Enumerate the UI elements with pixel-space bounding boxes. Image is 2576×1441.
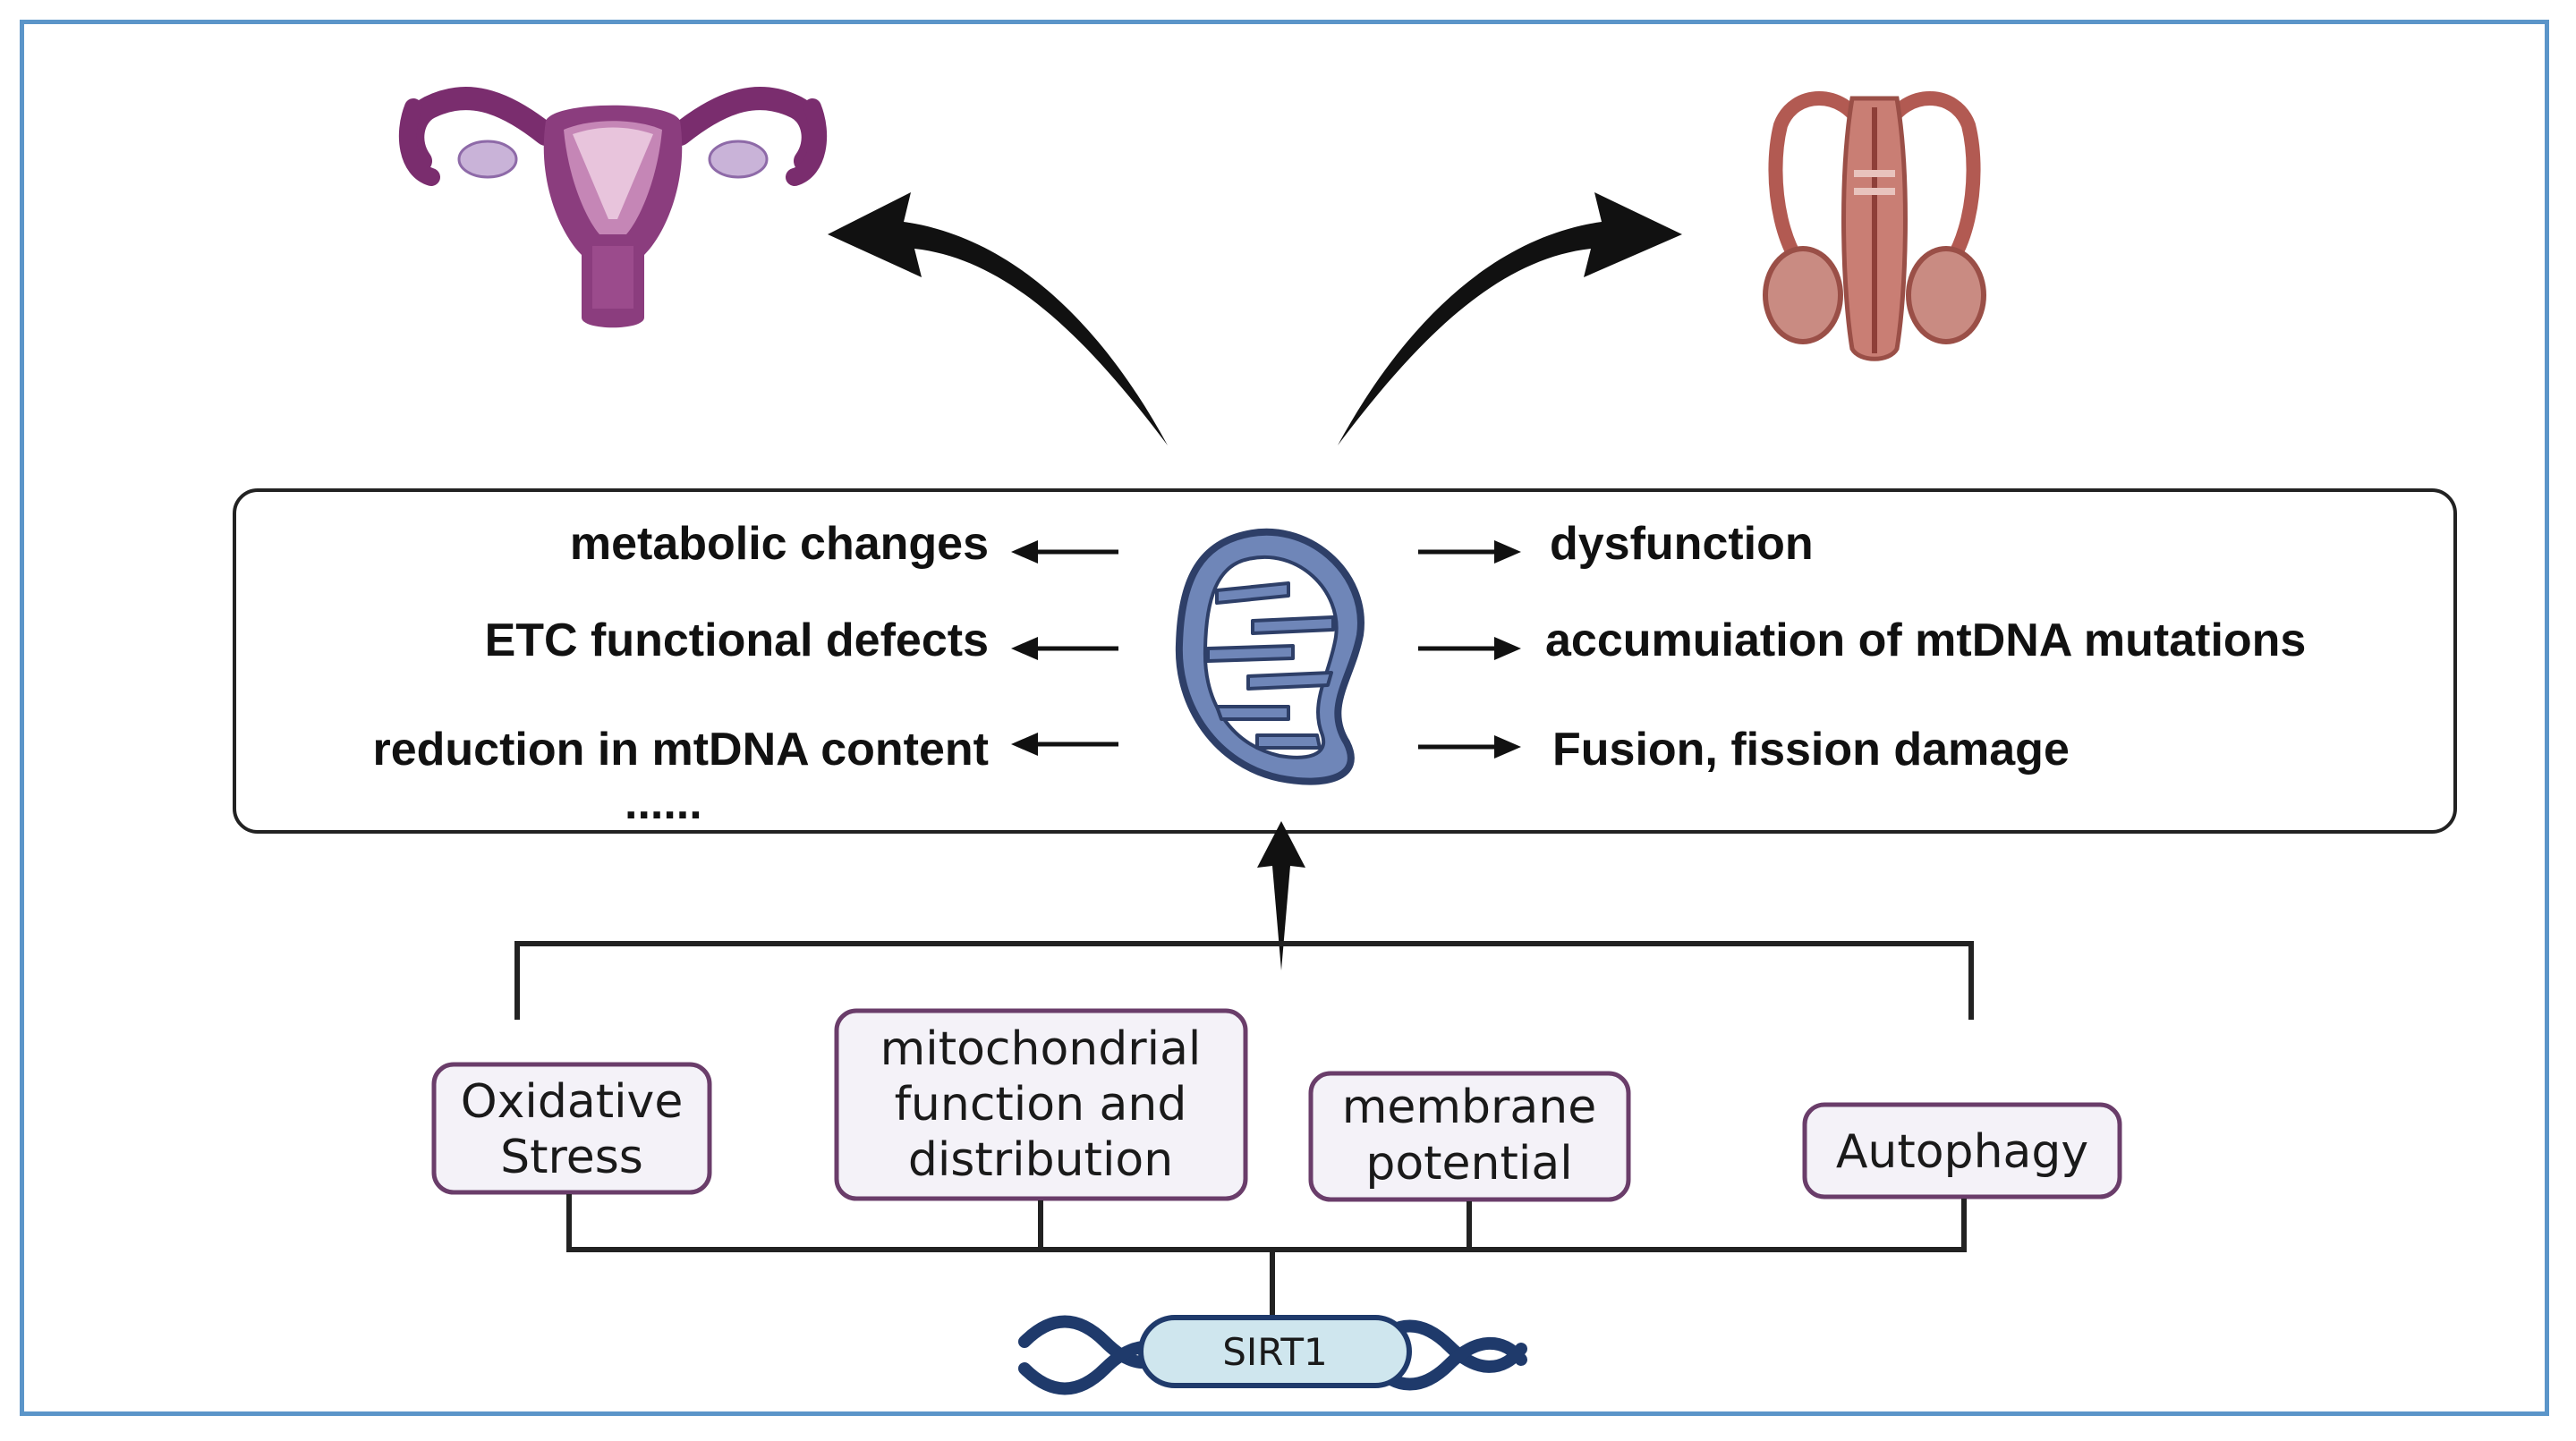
arrow-to-female <box>828 192 1168 445</box>
pathway-1-line-2: distribution <box>908 1133 1173 1187</box>
right-effect-2: Fusion, fission damage <box>1552 724 2070 776</box>
upper-bracket <box>514 941 1974 1020</box>
pathway-2-line-1: potential <box>1365 1137 1572 1191</box>
right-effect-1: accumuiation of mtDNA mutations <box>1545 615 2306 666</box>
arrow-up-to-mitochondria <box>1257 821 1305 971</box>
left-effect-2: reduction in mtDNA content <box>373 724 990 776</box>
left-effect-1: ETC functional defects <box>485 615 989 666</box>
pathway-3-line-0: Autophagy <box>1836 1125 2088 1179</box>
pathway-box-oxidative-stress: Oxidative Stress <box>431 1062 712 1195</box>
arrow-to-male <box>1338 192 1682 445</box>
mitochondrion-icon <box>1175 528 1365 785</box>
pathway-box-mitochondrial-function: mitochondrial function and distribution <box>834 1008 1248 1201</box>
sirt1-gene-capsule: SIRT1 <box>1138 1315 1412 1388</box>
right-effect-0: dysfunction <box>1550 518 1814 570</box>
right-arrows <box>1418 540 1521 759</box>
pathway-box-autophagy: Autophagy <box>1802 1102 2122 1199</box>
pathway-2-line-0: membrane <box>1342 1081 1597 1134</box>
female-reproductive-system-icon <box>398 87 828 328</box>
pathway-1-line-0: mitochondrial <box>880 1022 1202 1076</box>
pathway-0-line-0: Oxidative <box>461 1075 684 1129</box>
gene-label: SIRT1 <box>1222 1330 1328 1374</box>
male-reproductive-system-icon <box>1763 91 1986 361</box>
left-ellipsis: ...... <box>625 777 702 829</box>
pathway-0-line-1: Stress <box>500 1131 643 1184</box>
pathway-1-line-1: function and <box>895 1078 1187 1132</box>
left-effect-0: metabolic changes <box>570 518 989 570</box>
left-arrows <box>1011 540 1118 756</box>
pathway-box-membrane-potential: membrane potential <box>1308 1071 1631 1202</box>
lower-bracket <box>566 1194 1967 1315</box>
